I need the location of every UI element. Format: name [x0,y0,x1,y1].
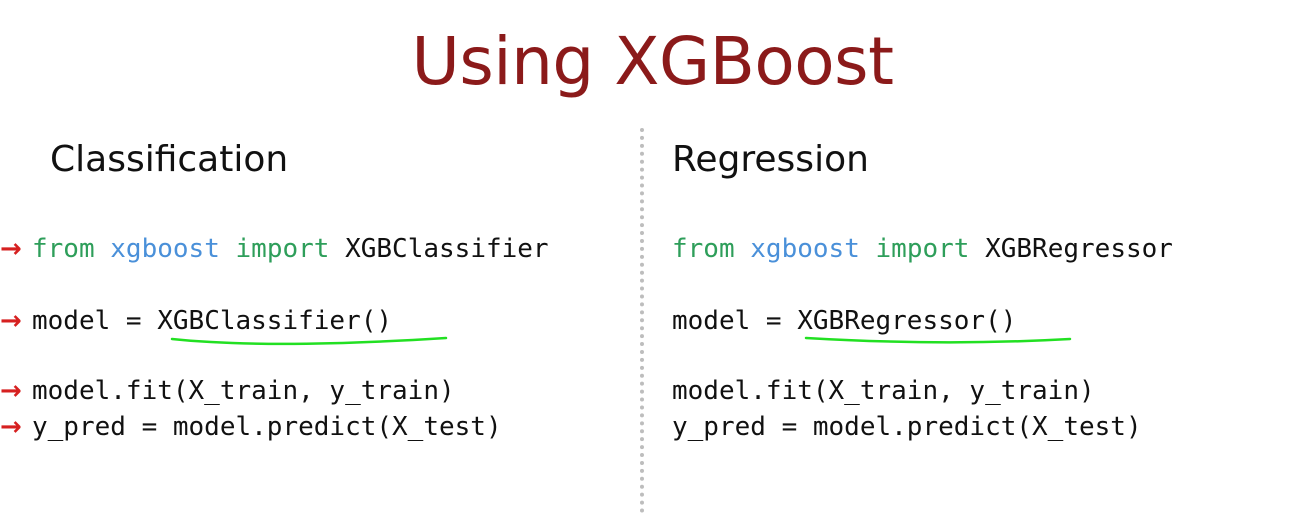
regressor-fit-line: model.fit(X_train, y_train) [672,376,1095,406]
slide-title: Using XGBoost [411,23,894,100]
regressor-model-line: model = XGBRegressor() [672,304,1016,338]
import-keyword: import [875,234,970,264]
classification-heading: Classification [50,139,289,180]
classifier-predict-line: y_pred = model.predict(X_test) [32,412,502,442]
model-assign: model = [32,306,158,336]
annotation-arrow-import: → [0,234,22,264]
annotation-underline-regressor [804,336,1072,344]
from-keyword: from [32,234,95,264]
regression-heading: Regression [672,139,869,180]
class-name: XGBRegressor [985,234,1173,264]
annotation-arrow-fit: → [0,376,22,406]
regressor-predict-line: y_pred = model.predict(X_test) [672,412,1142,442]
from-keyword: from [672,234,735,264]
module-name: xgboost [110,234,220,264]
regressor-import-line: from xgboost import XGBRegressor [672,232,1173,266]
annotation-arrow-predict: → [0,412,22,442]
class-name: XGBClassifier [345,234,549,264]
classifier-import-line: from xgboost import XGBClassifier [32,232,549,266]
column-divider [640,128,644,513]
annotation-underline-classifier [170,336,448,345]
module-name: xgboost [750,234,860,264]
annotation-arrow-model: → [0,306,22,336]
classifier-model-line: model = XGBClassifier() [32,304,392,338]
classifier-fit-line: model.fit(X_train, y_train) [32,376,455,406]
import-keyword: import [235,234,330,264]
regressor-constructor-call: XGBRegressor() [797,306,1017,336]
model-assign: model = [672,306,798,336]
classifier-constructor-call: XGBClassifier() [157,306,393,336]
